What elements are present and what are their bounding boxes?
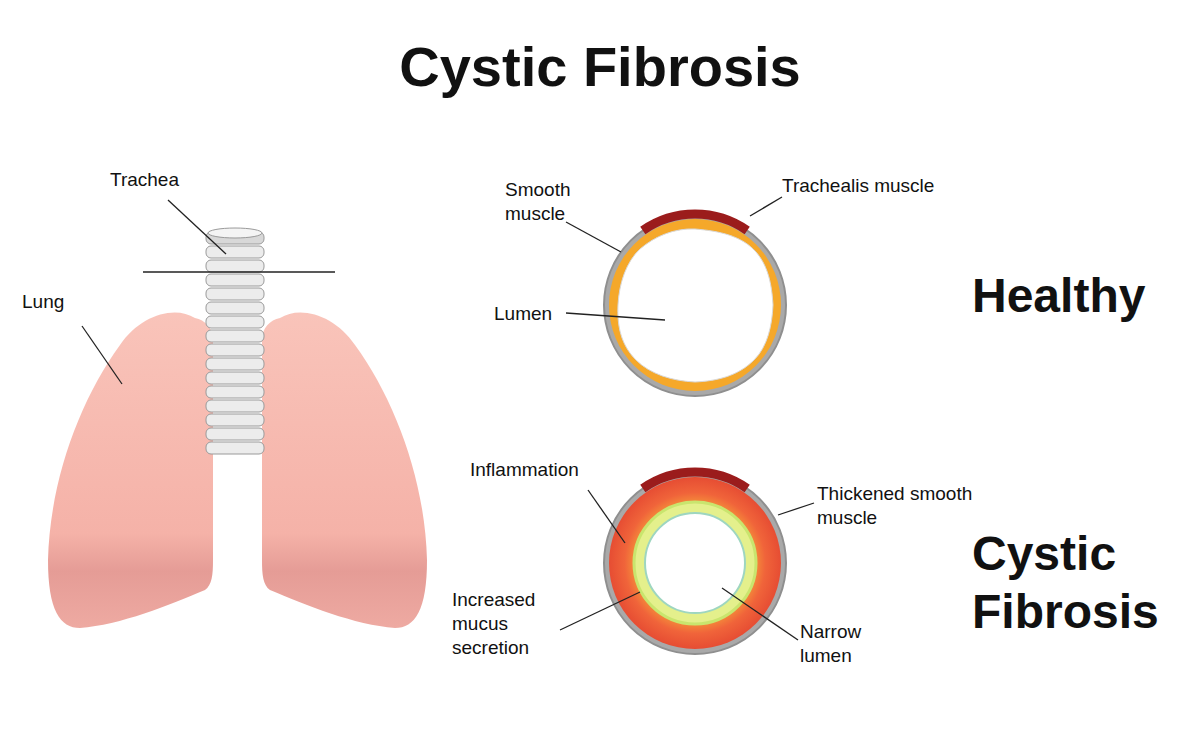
healthy-wall — [604, 214, 786, 396]
part-label: Trachea — [110, 168, 220, 192]
trachea-ring — [206, 246, 264, 258]
cf-trachealis — [643, 472, 747, 488]
part-label: Narrow lumen — [800, 620, 910, 668]
trachea-ring — [206, 330, 264, 342]
trachea-ring — [206, 344, 264, 356]
section-label: Cystic Fibrosis — [972, 525, 1187, 640]
healthy-lumen — [618, 229, 773, 382]
right-lung — [262, 312, 427, 628]
trachea-ring — [206, 358, 264, 370]
trachea-ring — [206, 316, 264, 328]
trachea-opening — [208, 228, 262, 238]
leader-lines — [82, 197, 814, 640]
trachea-rings — [206, 228, 264, 454]
cf-lumen — [645, 513, 745, 613]
trachea-ring — [206, 428, 264, 440]
left-lung — [48, 312, 213, 628]
trachea-ring — [206, 442, 264, 454]
trachea-ring — [206, 274, 264, 286]
part-label: Increased mucus secretion — [452, 588, 572, 659]
section-label: Healthy — [972, 267, 1192, 325]
trachea-ring — [206, 414, 264, 426]
trachea-ring — [206, 288, 264, 300]
healthy-smooth-muscle — [609, 219, 781, 391]
trachea-ring — [206, 260, 264, 272]
cf-mucus — [634, 502, 756, 624]
trachea-ring — [206, 302, 264, 314]
part-label: Smooth muscle — [505, 178, 605, 226]
diagram-title: Cystic Fibrosis — [0, 36, 1200, 98]
part-label: Trachealis muscle — [782, 174, 972, 198]
trachea-ring — [206, 400, 264, 412]
part-label: Inflammation — [470, 458, 620, 482]
part-label: Lumen — [494, 302, 574, 326]
cf-wall — [604, 472, 786, 654]
cf-inflammation — [609, 477, 781, 649]
part-label: Lung — [22, 290, 102, 314]
part-label: Thickened smooth muscle — [817, 482, 1017, 530]
trachea-ring — [206, 386, 264, 398]
section-line — [143, 271, 335, 273]
healthy-trachealis — [643, 214, 747, 230]
trachea-ring — [206, 372, 264, 384]
